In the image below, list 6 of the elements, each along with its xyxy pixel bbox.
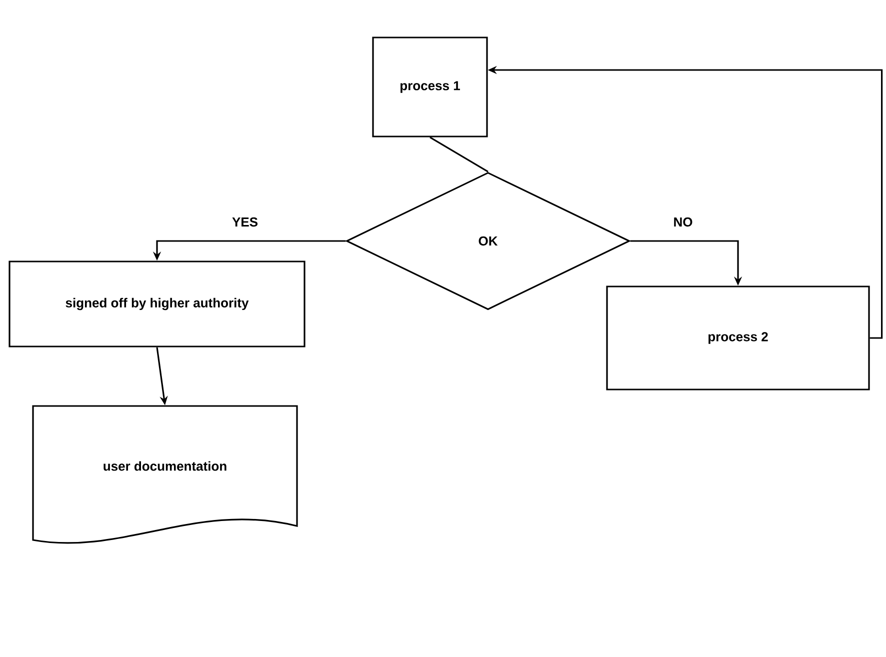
process-box: signed off by higher authority xyxy=(8,260,306,348)
edge-label: YES xyxy=(231,216,259,228)
process-box: process 2 xyxy=(606,286,870,390)
edge-label: NO xyxy=(672,216,694,228)
process-box: process 1 xyxy=(372,36,488,138)
connector-line xyxy=(430,136,488,172)
